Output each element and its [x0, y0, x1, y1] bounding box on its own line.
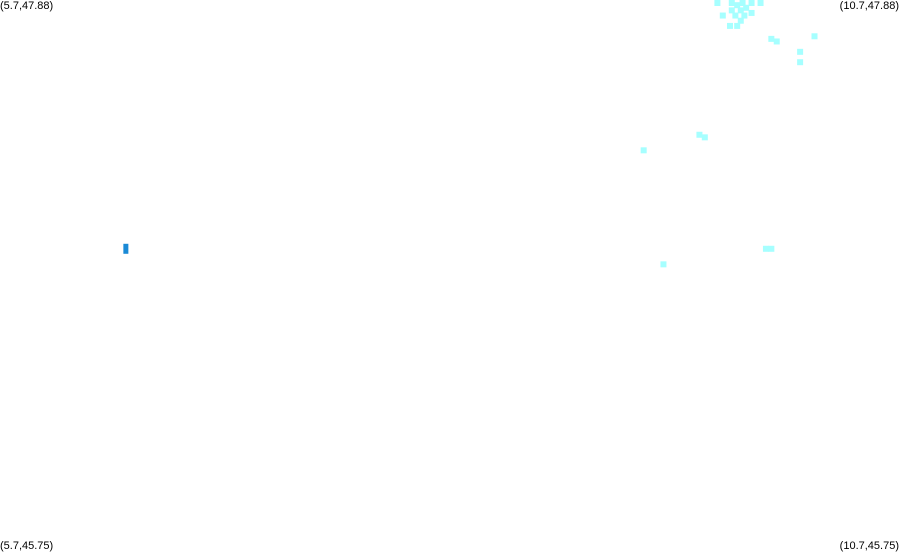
- map-marker: [743, 4, 750, 11]
- map-marker: [797, 48, 804, 55]
- corner-label-bottom-left: (5.7,45.75): [0, 540, 54, 552]
- map-marker: [737, 7, 744, 14]
- map-marker: [797, 59, 804, 66]
- map-marker: [734, 22, 741, 29]
- map-marker: [726, 22, 733, 29]
- map-marker: [741, 12, 748, 19]
- map-marker: [732, 12, 739, 19]
- map-marker: [773, 38, 780, 45]
- map-marker: [734, 2, 741, 9]
- map-marker: [714, 0, 721, 6]
- map-marker: [640, 147, 647, 154]
- corner-label-top-left: (5.7,47.88): [0, 0, 54, 12]
- map-marker: [739, 0, 746, 6]
- map-marker: [768, 245, 775, 252]
- map-marker: [748, 0, 755, 6]
- map-marker: [660, 261, 667, 268]
- map-marker: [757, 0, 764, 6]
- corner-label-top-right: (10.7,47.88): [839, 0, 899, 12]
- map-marker: [719, 12, 726, 19]
- map-marker: [811, 33, 818, 40]
- corner-label-bottom-right: (10.7,45.75): [839, 540, 899, 552]
- map-marker: [748, 9, 755, 16]
- map-marker: [728, 0, 735, 6]
- map-marker: [768, 35, 775, 42]
- map-marker: [701, 134, 708, 141]
- map-marker: [728, 7, 735, 14]
- map-marker: [762, 245, 769, 252]
- map-marker: [696, 131, 703, 138]
- map-marker: [737, 17, 744, 24]
- map-marker: [123, 243, 129, 254]
